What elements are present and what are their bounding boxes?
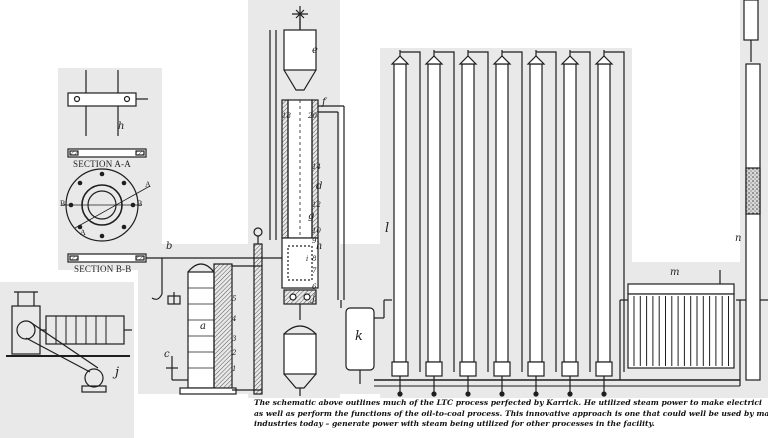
tube-base: [561, 361, 579, 377]
condenser-k: [340, 299, 740, 387]
callout-1: 1: [232, 365, 237, 373]
tube-drain-valve: [533, 391, 539, 397]
label-f: f: [322, 97, 326, 108]
tube-return-pipe: [434, 51, 455, 372]
radiator-m: [619, 270, 735, 380]
label-j-motor: j: [115, 365, 120, 380]
tube-drain-valve: [499, 391, 505, 397]
tube-base: [425, 361, 443, 377]
tube-cap: [458, 55, 478, 65]
label-a-right: A: [145, 180, 151, 189]
tube-cap: [594, 55, 614, 65]
condenser-tube-4: [492, 50, 523, 397]
label-a: a: [200, 321, 206, 332]
condenser-tube-3: [458, 50, 489, 397]
tube-drain-valve: [465, 391, 471, 397]
label-b-left: B: [60, 199, 66, 208]
caption-line-2: as well as perform the functions of the …: [254, 408, 768, 418]
label-d: d: [316, 181, 323, 192]
tube-cap: [526, 55, 546, 65]
condenser-tube-1: [390, 50, 421, 397]
retort-column: [232, 6, 345, 396]
label-section-aa: SECTION A-A: [73, 159, 131, 169]
label-m: m: [670, 267, 680, 278]
tube-bank: [390, 50, 625, 397]
label-b: b: [166, 241, 173, 252]
callout-9: 9: [312, 237, 317, 245]
callout-4: 4: [232, 315, 237, 323]
label-b-right: B: [137, 199, 143, 208]
column-n: [736, 0, 768, 386]
condenser-tube-2: [424, 50, 455, 397]
tube-return-pipe: [570, 51, 591, 372]
label-g: g: [308, 211, 315, 222]
label-j: j: [312, 293, 316, 304]
label-k: k: [355, 329, 363, 344]
tube-cap: [560, 55, 580, 65]
tube-body: [461, 63, 475, 363]
boiler-a: [146, 257, 237, 395]
tube-return-pipe: [604, 51, 625, 372]
tube-return-pipe: [400, 51, 421, 372]
label-section-bb: SECTION B-B: [74, 264, 132, 274]
tube-drain-valve: [601, 391, 607, 397]
figure-caption: The schematic above outlines much of the…: [254, 398, 768, 438]
label-h-top: h: [118, 121, 125, 132]
callout-8: 8: [312, 255, 317, 263]
label-e: e: [312, 45, 318, 56]
callout-5: 5: [232, 295, 237, 303]
label-l: l: [385, 221, 390, 236]
section-details: [62, 70, 151, 263]
tube-base: [391, 361, 409, 377]
tube-return-pipe: [468, 51, 489, 372]
callout-2: 2: [232, 349, 237, 357]
callout-10: 10: [312, 227, 321, 235]
condenser-tube-6: [560, 50, 591, 397]
callout-20: 20: [308, 112, 317, 120]
label-i: i: [306, 255, 309, 263]
tube-body: [495, 63, 509, 363]
tube-body: [529, 63, 543, 363]
tube-base: [493, 361, 511, 377]
tube-cap: [390, 55, 410, 65]
tube-body: [393, 63, 407, 363]
tube-return-pipe: [502, 51, 523, 372]
callout-6: 6: [312, 283, 317, 291]
tube-body: [563, 63, 577, 363]
tube-cap: [492, 55, 512, 65]
callout-12: 12: [312, 201, 321, 209]
caption-line-3: industries today – generate power with s…: [254, 419, 655, 428]
caption-line-1: The schematic above outlines much of the…: [254, 398, 762, 407]
callout-18: 18: [282, 112, 291, 120]
label-a-left: A: [80, 228, 86, 237]
callout-3: 3: [232, 335, 237, 343]
tube-body: [427, 63, 441, 363]
tube-drain-valve: [431, 391, 437, 397]
callout-14: 14: [312, 163, 321, 171]
condenser-tube-7: [594, 50, 625, 397]
callout-7: 7: [312, 267, 317, 275]
tube-base: [459, 361, 477, 377]
tube-cap: [424, 55, 444, 65]
tube-base: [595, 361, 613, 377]
tube-body: [597, 63, 611, 363]
label-c: c: [164, 349, 170, 360]
tube-drain-valve: [397, 391, 403, 397]
label-h: h: [316, 241, 323, 252]
tube-base: [527, 361, 545, 377]
drive-motor: [6, 291, 132, 393]
tube-drain-valve: [567, 391, 573, 397]
label-n: n: [735, 233, 742, 244]
tube-return-pipe: [536, 51, 557, 372]
condenser-tube-5: [526, 50, 557, 397]
